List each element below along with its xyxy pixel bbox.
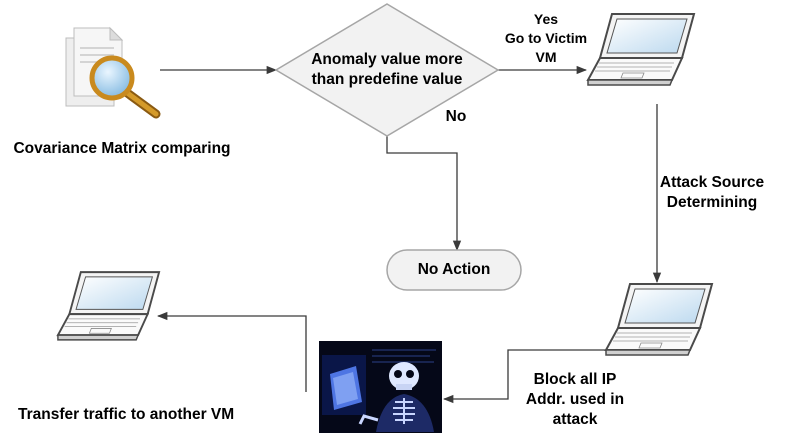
no-label: No <box>445 108 467 125</box>
block-ip-label: Block all IP Addr. used in attack <box>525 371 625 428</box>
no-action-label: No Action <box>417 261 491 278</box>
victim-vm-laptop-icon <box>587 13 695 86</box>
attack-source-label: Attack Source Determining <box>659 174 765 211</box>
connectors <box>156 65 662 404</box>
decision-label: Anomaly value more than predefine value <box>311 51 463 88</box>
hacker-skull-icon <box>319 341 442 433</box>
decision-diamond <box>274 3 500 137</box>
target-vm-laptop-icon <box>56 271 161 341</box>
edge-hacker-to-target <box>156 311 307 392</box>
edge-no-to-noaction <box>386 136 462 252</box>
transfer-label: Transfer traffic to another VM <box>18 406 235 423</box>
document-magnifier-icon <box>65 26 161 119</box>
edge-source-to-hacker <box>442 349 657 404</box>
no-action-terminator <box>386 249 522 291</box>
yes-label: Yes Go to Victim VM <box>504 11 588 65</box>
covariance-label: Covariance Matrix comparing <box>13 140 231 157</box>
source-vm-laptop-icon <box>605 283 713 356</box>
